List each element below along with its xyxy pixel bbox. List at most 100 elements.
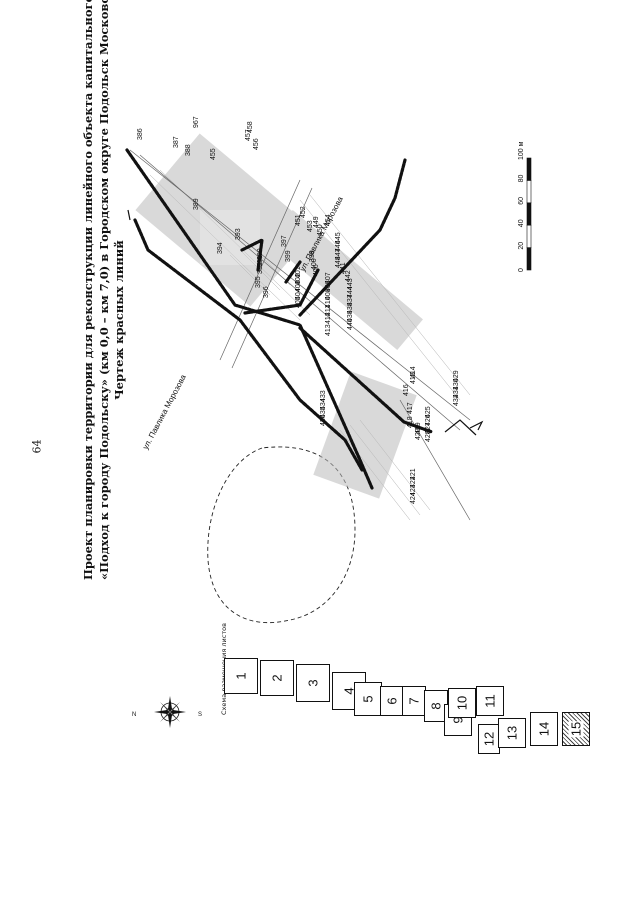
point-number: 411 — [325, 305, 332, 316]
point-number: 443 — [347, 278, 354, 290]
scale-tick-label: 80 — [518, 175, 525, 183]
point-number: 439 — [347, 310, 354, 322]
point-number: 397 — [281, 235, 288, 247]
point-number: 404 — [295, 288, 302, 300]
point-number: 453 — [307, 220, 314, 232]
sheet-5: 5 — [354, 682, 382, 716]
point-number: 418 — [407, 416, 414, 428]
street-label: ул. Павлика Морозова — [141, 373, 188, 451]
point-number: 434 — [320, 398, 327, 410]
point-number: 427 — [425, 422, 432, 434]
scale-tick-label: 20 — [518, 242, 525, 250]
point-number: 414 — [410, 366, 417, 378]
scale-tick-label: 100 м — [518, 141, 525, 160]
point-number: 451 — [295, 214, 302, 226]
point-number: 389 — [193, 198, 200, 210]
point-number: 431 — [453, 386, 460, 398]
scale-tick-label: 40 — [518, 219, 525, 227]
point-number: 396 — [263, 286, 270, 298]
point-number: 458 — [247, 121, 254, 133]
point-number: 450 — [317, 224, 324, 236]
point-number: 394 — [217, 242, 224, 254]
scale-tick-label: 60 — [518, 197, 525, 205]
svg-text:N: N — [132, 712, 136, 718]
point-number: 432 — [453, 394, 460, 406]
point-number: 401 — [295, 266, 302, 278]
point-number: 415 — [410, 372, 417, 384]
point-number: 445 — [335, 232, 342, 244]
point-number: 448 — [335, 256, 342, 268]
red-line-7 — [284, 260, 302, 284]
point-number: 438 — [347, 302, 354, 314]
scale-tick-label: 0 — [518, 268, 525, 272]
point-number: 440 — [347, 318, 354, 330]
point-number: 417 — [407, 402, 414, 414]
red-line-stubs — [127, 209, 484, 436]
point-number: 457 — [245, 129, 252, 141]
point-number: 442 — [345, 270, 352, 282]
red-line-1 — [125, 148, 374, 490]
point-number: 429 — [453, 370, 460, 382]
point-number: 454 — [325, 214, 332, 226]
red-line-5 — [298, 158, 407, 317]
scale-bar: 0 20 40 60 80 100 м — [518, 141, 532, 272]
point-number: 408 — [325, 280, 332, 292]
svg-text:S: S — [198, 712, 202, 718]
point-number: 406 — [313, 264, 320, 276]
point-number: 405 — [295, 296, 302, 308]
point-number: 455 — [210, 148, 217, 160]
point-number: 421 — [410, 468, 417, 480]
point-number: 387 — [173, 136, 180, 148]
point-number: 444 — [347, 286, 354, 298]
point-number: 402 — [295, 273, 302, 285]
sheet-11: 11 — [476, 686, 504, 716]
sheet-14: 14 — [530, 712, 558, 746]
point-number-labels: 3863873883894554564574589673933943903913… — [137, 116, 460, 504]
point-number: 436 — [320, 414, 327, 426]
terrain-texture — [135, 133, 423, 499]
point-number: 437 — [347, 294, 354, 306]
point-number: 433 — [320, 390, 327, 402]
point-number: 430 — [453, 378, 460, 390]
sheet-10: 10 — [448, 688, 476, 718]
point-number: 413 — [325, 324, 332, 336]
point-number: 423 — [410, 484, 417, 496]
sheet-2: 2 — [260, 660, 294, 696]
point-number: 435 — [320, 406, 327, 418]
point-number: 447 — [335, 248, 342, 260]
red-line-6 — [240, 237, 264, 272]
point-number: 392 — [257, 262, 264, 274]
point-number: 446 — [335, 240, 342, 252]
point-number: 393 — [235, 228, 242, 240]
point-number: 386 — [137, 128, 144, 140]
point-number: 967 — [193, 116, 200, 128]
point-number: 400 — [311, 258, 318, 270]
sheet-3: 3 — [296, 664, 330, 702]
scale-segment — [526, 180, 532, 204]
point-number: 407 — [325, 272, 332, 284]
scale-segment — [526, 224, 532, 248]
red-lines — [125, 148, 434, 490]
point-number: 410 — [325, 296, 332, 308]
point-number: 422 — [410, 476, 417, 488]
point-number: 395 — [255, 276, 262, 288]
sheet-15: 15 — [562, 712, 590, 746]
red-line-2 — [133, 218, 364, 472]
point-number: 441 — [340, 262, 347, 274]
point-number: 449 — [313, 216, 320, 228]
point-number: 419 — [415, 422, 422, 434]
red-line-3 — [243, 268, 320, 315]
scale-segment — [526, 247, 532, 271]
scale-segment — [526, 157, 532, 181]
point-number: 409 — [325, 288, 332, 300]
point-number: 403 — [295, 280, 302, 292]
sheet-1: 1 — [224, 658, 258, 694]
point-number: 420 — [415, 428, 422, 440]
point-number: 390 — [257, 248, 264, 260]
point-number: 426 — [425, 414, 432, 426]
point-number: 452 — [300, 206, 307, 218]
point-number: 425 — [425, 406, 432, 418]
point-number: 388 — [185, 144, 192, 156]
